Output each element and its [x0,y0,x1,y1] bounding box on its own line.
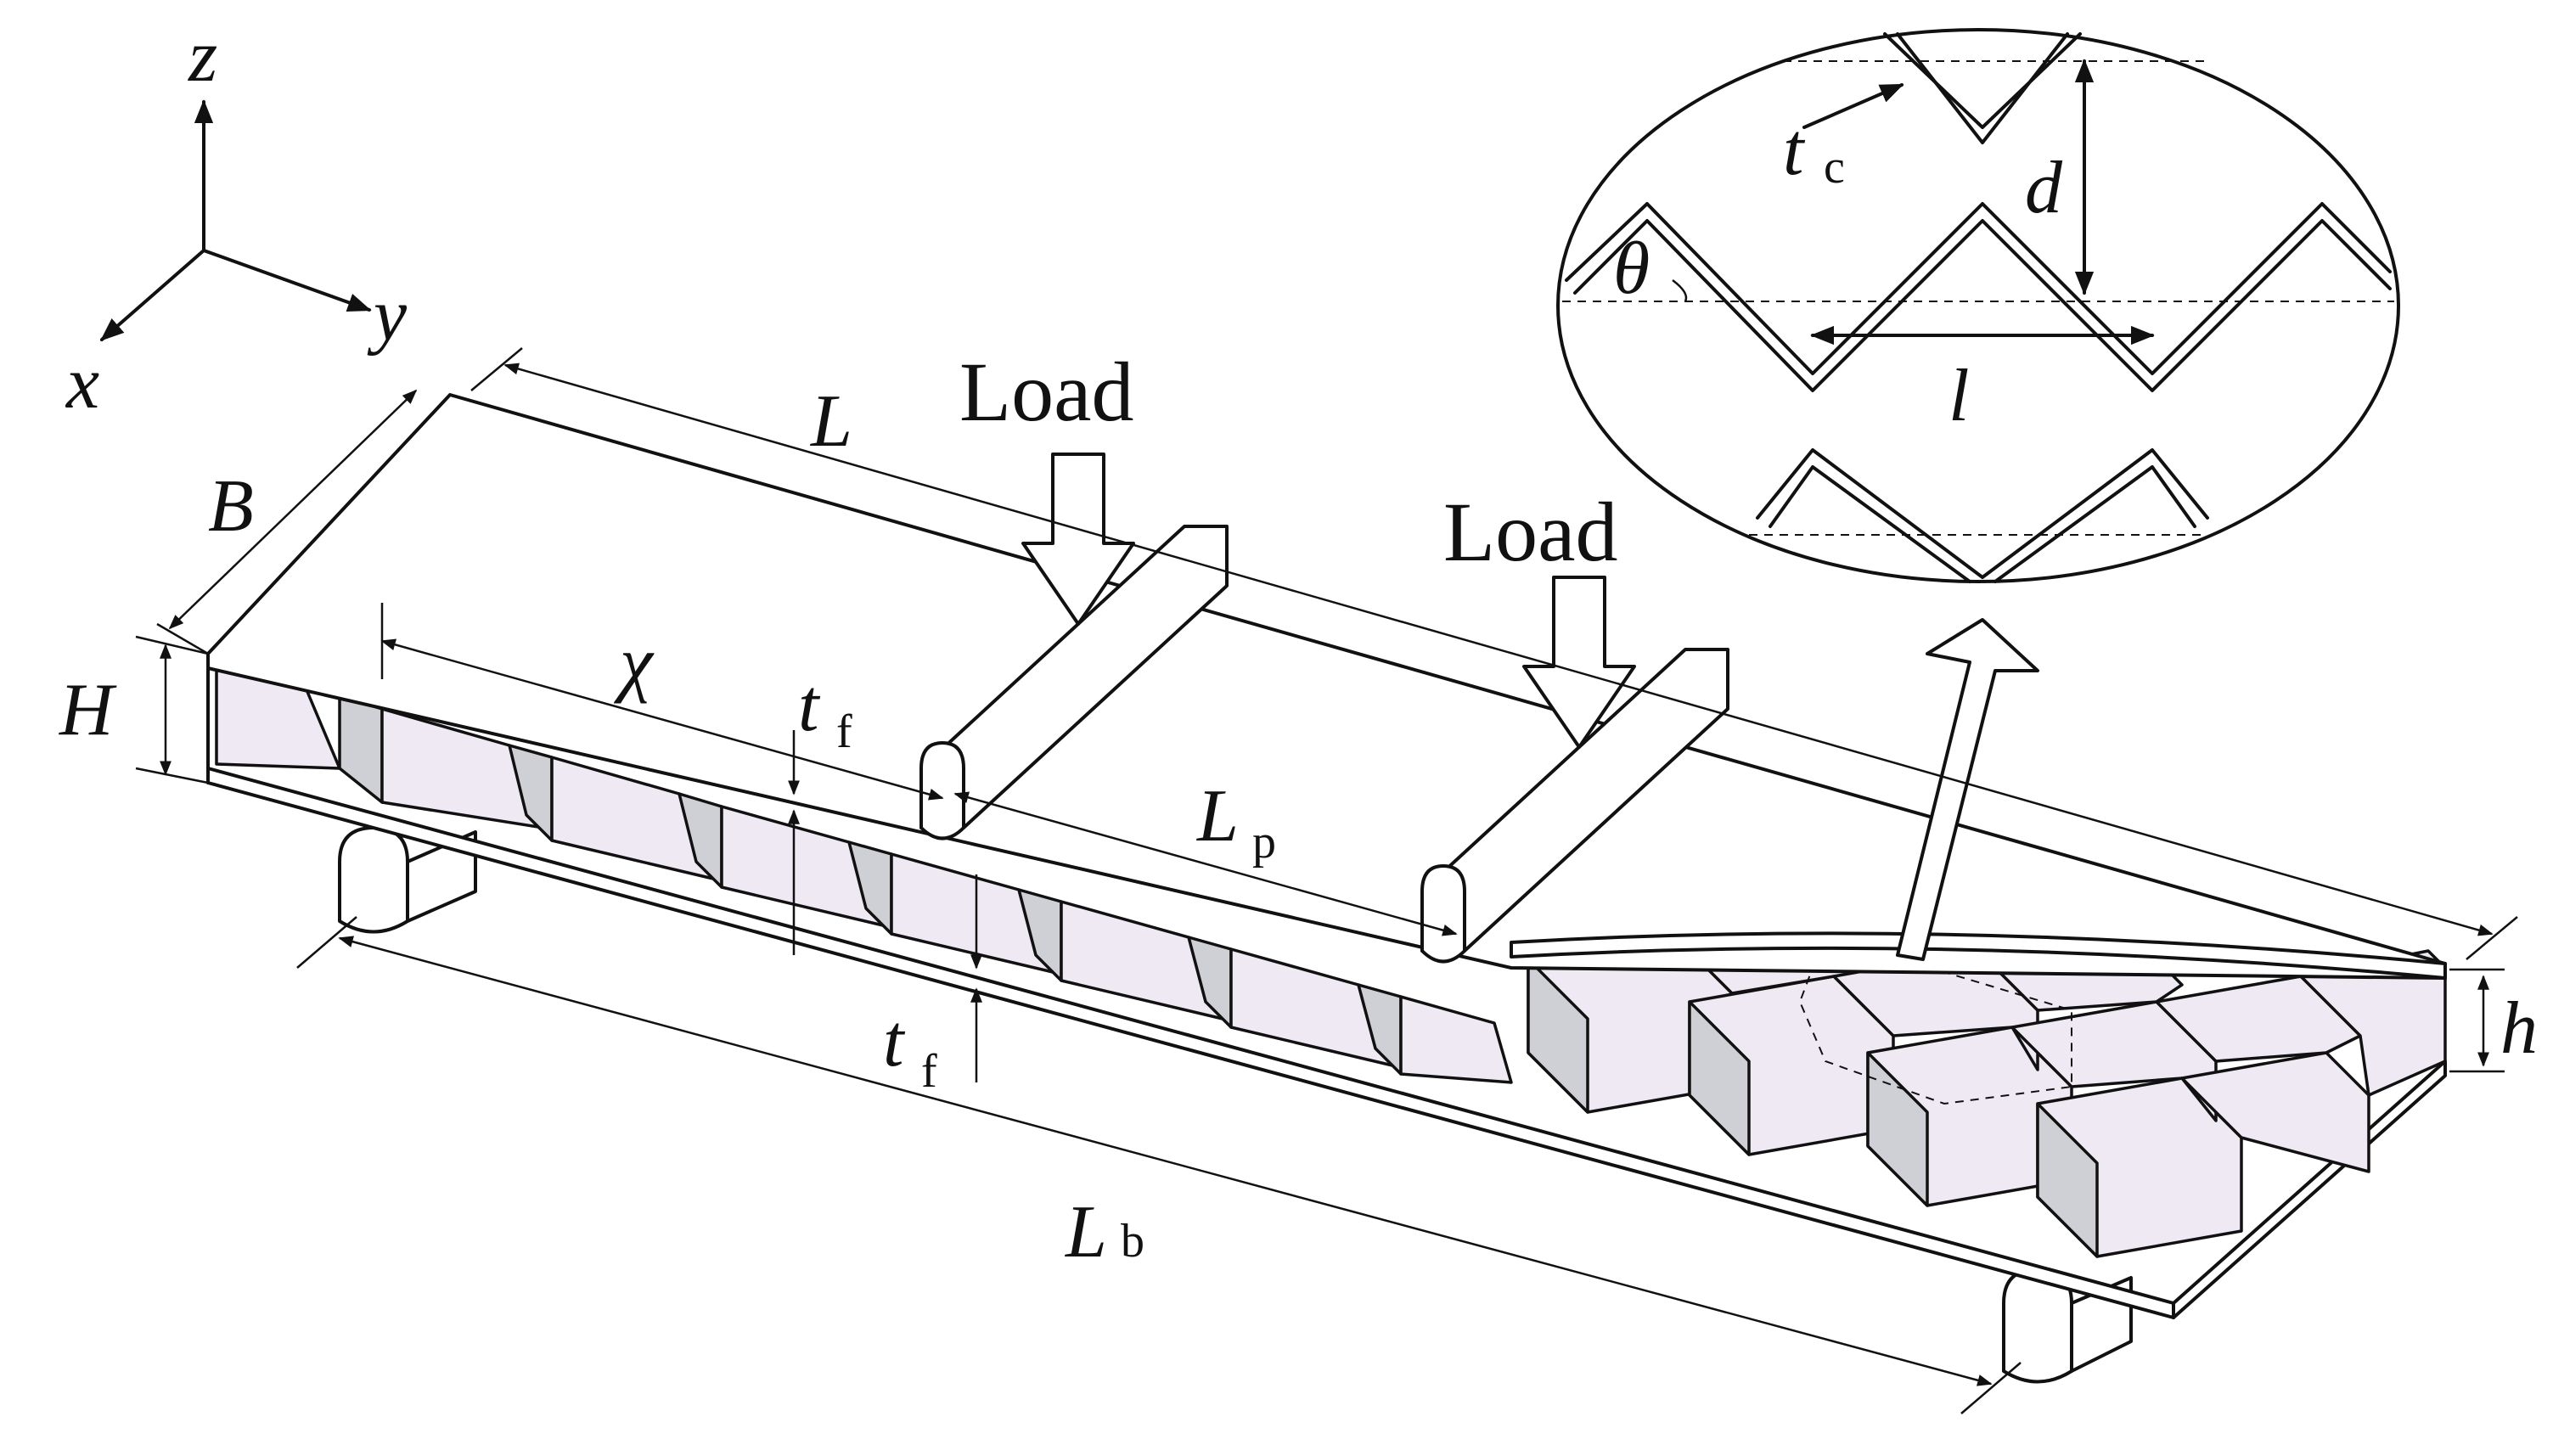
dimension-lines: L B H χ t f t f L p L b [59,347,2538,1414]
hex-cell [2155,975,2362,1063]
dim-L-ext-left [470,347,523,391]
dim-tf-top-sub: f [836,706,852,758]
dim-chi-label: χ [613,622,655,705]
inset-detail: t c d θ l [1556,28,2400,583]
dim-Lb-ext-right [1960,1362,2022,1414]
dim-B-ext [156,622,209,655]
dim-tf-bottom-sub: f [921,1045,937,1098]
load-label-left: Load [959,345,1133,439]
dim-tf-top-main: t [798,665,821,747]
load-bar-right-end [1420,864,1466,964]
coordinate-axes: z y x [65,15,408,424]
core-cell-shade [338,694,384,804]
z-axis-label: z [188,15,217,98]
dim-Lp-main: L [1195,775,1239,857]
hex-cell [2180,1051,2370,1173]
inset-corrugation-top [1883,32,2082,129]
core-cell [1399,995,1513,1084]
dim-L-label: L [809,380,852,463]
inset-theta-arc [1672,279,1688,302]
dim-Lp-sub: p [1252,816,1276,869]
dim-Lp-line [953,791,1458,936]
y-axis [202,249,372,312]
dim-Lb-ext-left [296,916,357,969]
inset-theta-label: θ [1613,228,1650,310]
inset-corrugation-top-inner [1896,32,2069,144]
dim-tf-bottom-main: t [883,1000,906,1082]
dim-H-ext-top [135,635,209,655]
inset-corrugation-mid [1565,202,2392,375]
load-label-right: Load [1443,485,1617,579]
load-bar-left-end [919,741,965,840]
left-support [338,826,409,934]
inset-d-label: d [2025,147,2063,229]
dim-H-ext-bottom [135,767,209,784]
dim-h-label: h [2500,987,2538,1070]
dim-L-line [503,363,2494,936]
inset-l-label: l [1948,355,1969,437]
dim-Lb-sub: b [1121,1215,1144,1268]
inset-ellipse [1556,28,2400,583]
inset-tc-arrow [1802,83,1904,129]
dim-B-line [168,389,418,630]
inset-tc-sub: c [1824,141,1845,194]
dim-Lb-line [338,936,1993,1386]
inset-corrugation-mid-inner [1573,219,2392,392]
dim-H-label: H [59,669,117,751]
x-axis-label: x [65,342,99,424]
inset-tc-main: t [1783,109,1806,191]
x-axis [99,249,205,341]
y-axis-label: y [367,274,408,357]
dim-Lb-main: L [1064,1191,1107,1273]
hex-cell [2299,949,2447,1097]
dim-L-ext-right [2466,916,2518,960]
hex-cell-shade [2036,1102,2099,1258]
dim-chi-line [380,638,944,801]
dim-B-label: B [208,465,254,548]
